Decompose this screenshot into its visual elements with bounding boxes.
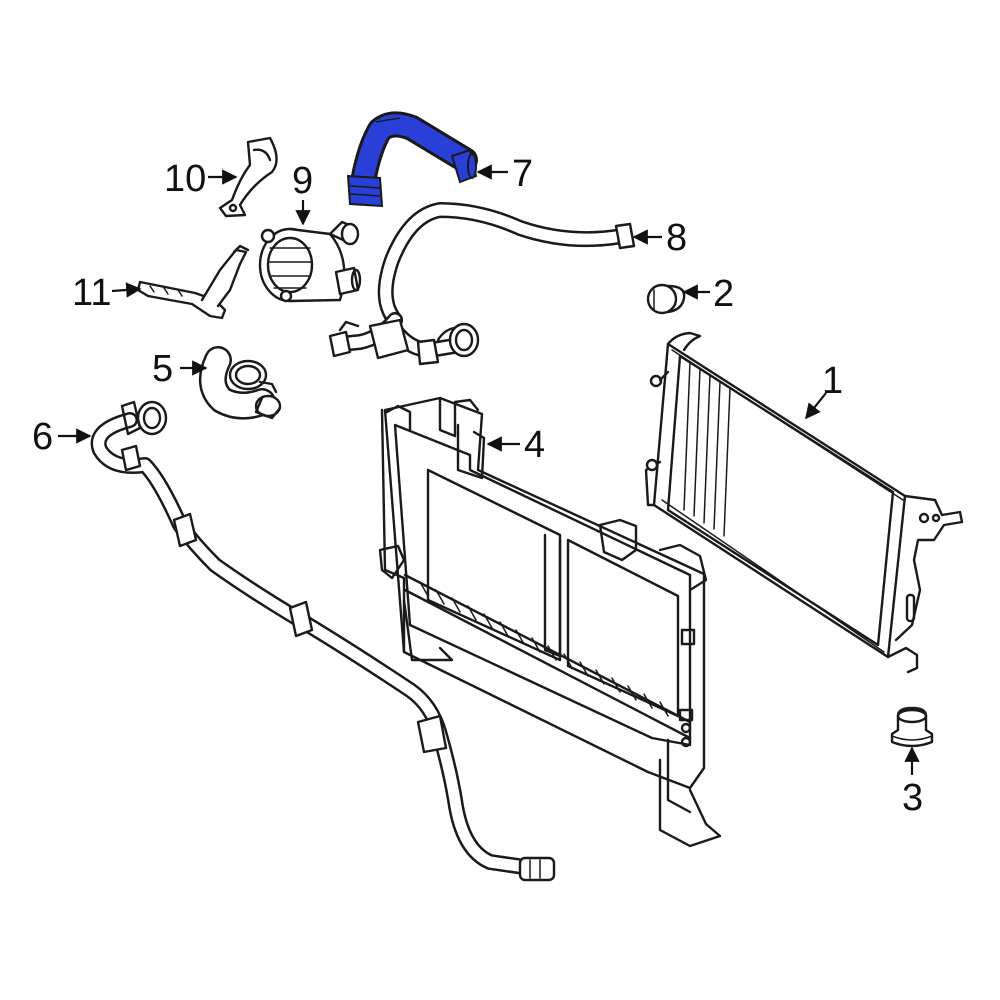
support-frame-part-4 [378,396,722,848]
cap-part-2 [646,283,686,315]
arrow-11 [111,282,142,298]
callout-arrows [58,164,920,775]
water-pump-part-9 [258,220,362,303]
callout-4: 4 [524,424,545,466]
callout-10: 10 [164,158,206,200]
callout-6: 6 [32,416,53,458]
bracket-part-10 [218,136,278,218]
arrow-1 [805,392,827,420]
callout-2: 2 [713,273,734,315]
callout-labels: 1 2 3 4 5 6 7 8 9 10 11 [32,153,923,819]
callout-11: 11 [72,272,111,314]
callout-9: 9 [292,160,313,202]
hose-part-7-highlighted [346,111,478,208]
callout-8: 8 [666,217,687,259]
hose-part-6 [90,400,556,882]
radiator-part-1 [644,331,964,674]
bushing-part-3 [890,706,934,748]
bracket-part-11 [136,244,250,320]
hose-part-8 [328,202,636,366]
callout-1: 1 [822,360,843,402]
callout-3: 3 [902,777,923,819]
callout-7: 7 [512,153,533,195]
hose-part-5 [198,346,282,420]
callout-5: 5 [152,348,173,390]
